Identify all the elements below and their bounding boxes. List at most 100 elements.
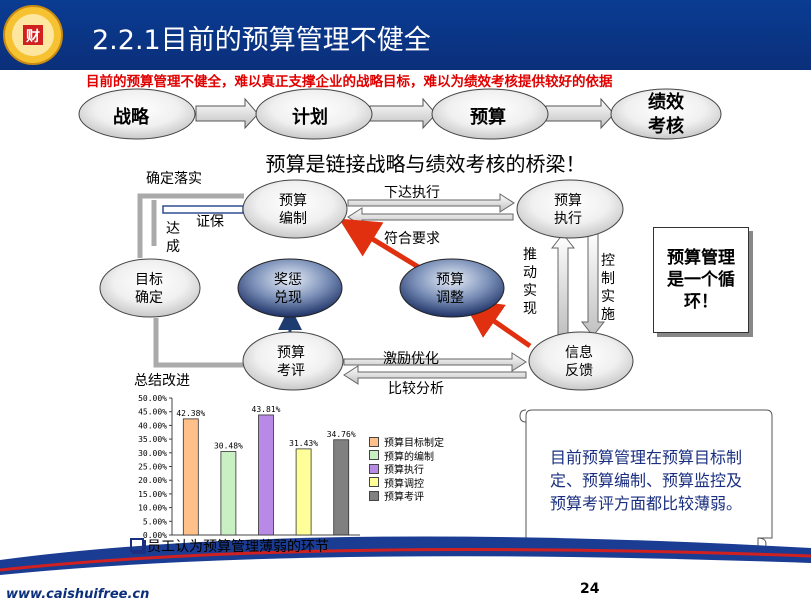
bar-value-label: 31.43% [289, 439, 318, 448]
note-text: 目前预算管理在预算目标制定、预算编制、预算监控及预算考评方面都比较薄弱。 [549, 447, 742, 513]
logo-icon: 财 [3, 5, 63, 65]
legend-item: 预算调控 [369, 475, 424, 490]
y-tick-label: 5.00% [143, 517, 167, 526]
bar-value-label: 34.76% [327, 430, 356, 439]
bar-chart: 0.00% 5.00% 10.00% 15.00% 20.00% 25.00% 30.00%… [138, 394, 360, 540]
arrow-red-feedback [461, 298, 532, 349]
header-bar [0, 0, 811, 70]
legend-swatch [369, 477, 379, 487]
arrow-compare-analysis [343, 365, 527, 385]
node-label-evaluate: 预算 考评 [277, 345, 305, 379]
arrow-push-realize [550, 233, 576, 336]
node-label-reward: 奖惩 兑现 [274, 272, 302, 306]
legend-item: 预算目标制定 [369, 434, 444, 449]
chart-caption-text: 员工认为预算管理薄弱的环节 [147, 539, 329, 555]
y-tick-label: 35.00% [138, 435, 167, 444]
flow-step-plan [255, 88, 373, 140]
legend-label: 预算目标制定 [384, 438, 444, 449]
checkbox-icon [130, 538, 144, 552]
node-label-feedback: 信息 反馈 [565, 345, 593, 379]
legend-label: 预算执行 [384, 465, 424, 476]
node-label-goal: 目标 确定 [135, 272, 163, 306]
page-number: 24 [580, 581, 600, 597]
node-feedback [528, 331, 634, 391]
footer-url: www.caishuifree.cn [6, 587, 150, 602]
arrow-meet-req [347, 207, 514, 227]
flow-connector [545, 97, 615, 130]
subtitle: 目前的预算管理不健全，难以真正支撑企业的战略目标，难以为绩效考核提供较好的依据 [86, 74, 613, 90]
bar-value-label: 42.38% [176, 409, 205, 418]
node-evaluate [242, 331, 344, 391]
bar [333, 439, 350, 536]
label-meet-req: 符合要求 [384, 231, 440, 247]
y-tick-label: 45.00% [138, 408, 167, 417]
y-tick-label: 30.00% [138, 449, 167, 458]
legend-label: 预算调控 [384, 478, 424, 490]
node-label-budget-exec: 预算 执行 [554, 193, 582, 227]
y-tick-label: 20.00% [138, 476, 167, 485]
flow-label-budget: 预算 [470, 107, 506, 128]
label-compare-analysis: 比较分析 [388, 381, 444, 397]
y-tick-label: 10.00% [138, 504, 167, 513]
bar [220, 451, 237, 536]
label-summary-improve: 总结改进 [134, 373, 190, 389]
legend-item: 预算执行 [369, 461, 424, 476]
arrow-control-impl [580, 231, 606, 337]
bar [182, 418, 199, 536]
label-control-impl: 控制实施 [601, 253, 615, 323]
legend-item: 预算考评 [369, 488, 424, 503]
node-budget-make [242, 179, 348, 239]
node-label-budget-make: 预算 编制 [279, 193, 307, 227]
bar [258, 414, 274, 536]
legend-swatch [369, 463, 379, 474]
flow-step-performance [610, 88, 722, 140]
y-tick-label: 50.00% [138, 394, 167, 403]
node-label-adjust: 预算 调整 [436, 272, 464, 306]
label-reach: 达成 [166, 221, 180, 255]
legend-label: 预算的编制 [384, 451, 434, 463]
arrow-red-adjust [338, 218, 422, 271]
node-adjust [399, 258, 505, 318]
chart-caption: 员工认为预算管理薄弱的环节 [130, 536, 329, 556]
legend-swatch [369, 450, 379, 460]
flow-label-strategy: 战略 [113, 107, 149, 128]
cycle-callout-box: 预算管理是一个循环！ [653, 227, 749, 333]
flow-connector [369, 97, 437, 130]
node-reward [237, 258, 343, 318]
flow-step-strategy [78, 88, 196, 140]
node-goal [99, 258, 201, 318]
bar-value-label: 30.48% [214, 441, 243, 450]
legend-label: 预算考评 [384, 492, 424, 503]
arrow-summary-loop [153, 318, 246, 368]
legend-swatch [369, 436, 379, 447]
arrow-goal-up [137, 193, 244, 258]
page-title: 2.2.1目前的预算管理不健全 [92, 25, 431, 56]
legend-item: 预算的编制 [369, 448, 434, 463]
label-confirm-landing: 确定落实 [146, 171, 202, 187]
svg-text:财: 财 [25, 28, 40, 45]
bridge-text: 预算是链接战略与绩效考核的桥梁！ [265, 152, 586, 176]
flow-connector [195, 97, 259, 130]
cycle-callout-text: 预算管理是一个循环！ [667, 248, 735, 312]
y-tick-label: 15.00% [138, 490, 167, 499]
bar [295, 448, 312, 536]
label-incentive-opt: 激励优化 [383, 351, 439, 367]
arrow-issue-exec [347, 193, 515, 213]
label-guarantee: 证保 [196, 214, 224, 230]
flow-label-performance: 绩效 考核 [648, 92, 684, 137]
bar-value-label: 43.81% [252, 405, 281, 414]
label-push-realize: 推动实现 [523, 247, 537, 317]
y-tick-label: 0.00% [143, 531, 167, 540]
label-issue-exec: 下达执行 [384, 185, 440, 201]
note-scroll-curl [519, 409, 527, 423]
y-tick-label: 25.00% [138, 463, 167, 472]
flow-label-plan: 计划 [292, 107, 328, 128]
footer-swoosh-red [0, 548, 811, 572]
footer-swoosh-light [0, 556, 811, 607]
legend-swatch [369, 490, 379, 501]
arrow-incentive-opt [343, 352, 527, 372]
flow-step-budget [431, 88, 549, 140]
node-budget-exec [516, 179, 624, 239]
y-tick-label: 40.00% [138, 421, 167, 430]
